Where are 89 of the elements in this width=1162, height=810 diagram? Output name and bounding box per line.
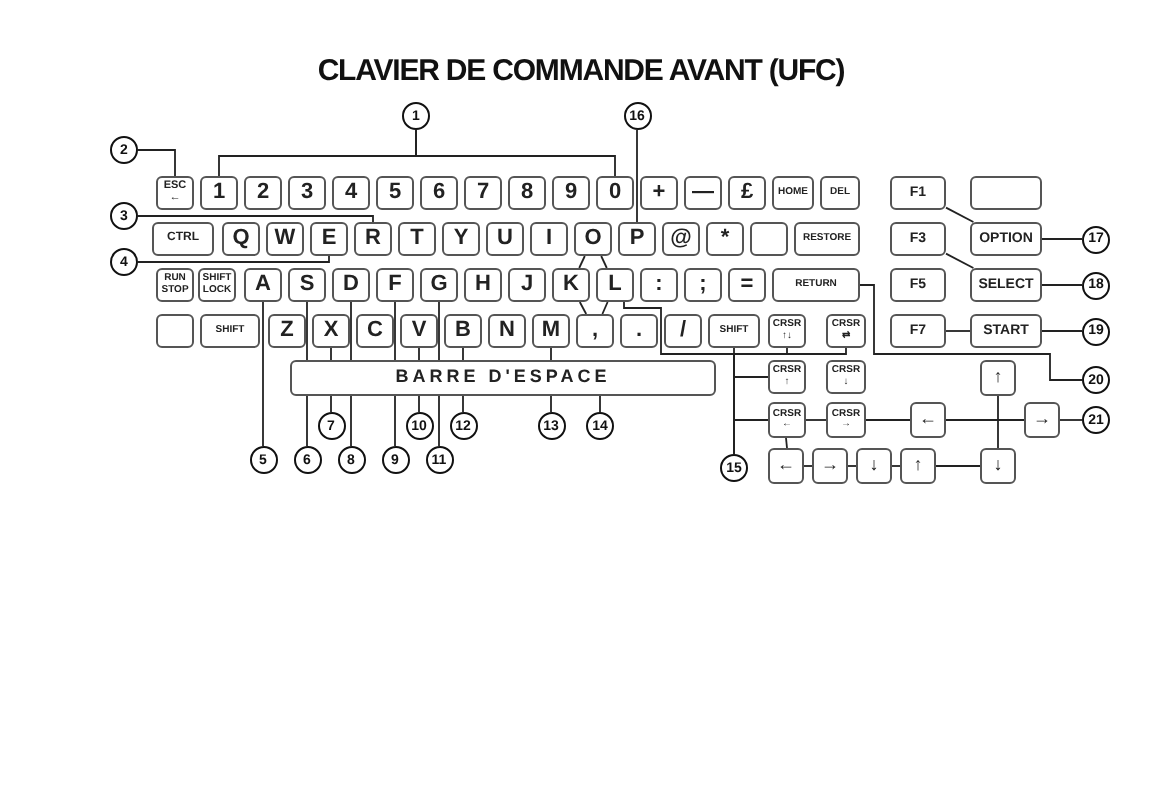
keyboard-key: O — [574, 222, 612, 256]
keyboard-key: M — [532, 314, 570, 348]
keyboard-key: B — [444, 314, 482, 348]
keyboard-key: L — [596, 268, 634, 302]
keyboard-key: ↑ — [980, 360, 1016, 396]
connector-line — [600, 255, 608, 269]
leader-line — [1041, 330, 1083, 332]
connector-line — [601, 301, 609, 315]
title: CLAVIER DE COMMANDE AVANT (UFC) — [315, 54, 847, 88]
keyboard-key: ← — [768, 448, 804, 484]
leader-line — [262, 301, 264, 447]
keyboard-key: 4 — [332, 176, 370, 210]
connector-line — [891, 465, 901, 467]
leader-line — [415, 129, 616, 177]
keyboard-key: : — [640, 268, 678, 302]
keyboard-key: H — [464, 268, 502, 302]
keyboard-key: → — [812, 448, 848, 484]
keyboard-key: ← — [910, 402, 946, 438]
keyboard-key: F — [376, 268, 414, 302]
keyboard-key: U — [486, 222, 524, 256]
keyboard-key: A — [244, 268, 282, 302]
keyboard-key: 6 — [420, 176, 458, 210]
keyboard-key — [750, 222, 788, 256]
connector-line — [865, 419, 911, 421]
keyboard-key: X — [312, 314, 350, 348]
keyboard-key: / — [664, 314, 702, 348]
keyboard-key: * — [706, 222, 744, 256]
connector-line — [945, 419, 1025, 421]
keyboard-key: 1 — [200, 176, 238, 210]
keyboard-key: R — [354, 222, 392, 256]
leader-line — [137, 255, 330, 263]
connector-line — [785, 437, 788, 449]
keyboard-key: £ — [728, 176, 766, 210]
keyboard-key — [156, 314, 194, 348]
keyboard-key: I — [530, 222, 568, 256]
leader-line — [137, 215, 374, 223]
keyboard-key: 0 — [596, 176, 634, 210]
keyboard-key: — — [684, 176, 722, 210]
keyboard-key: V — [400, 314, 438, 348]
keyboard-key: W — [266, 222, 304, 256]
leader-line — [859, 284, 1083, 381]
leader-line — [1041, 238, 1083, 240]
keyboard-key: G — [420, 268, 458, 302]
keyboard-key: K — [552, 268, 590, 302]
connector-line — [945, 330, 971, 332]
keyboard-key: 3 — [288, 176, 326, 210]
connector-line — [945, 252, 975, 269]
keyboard-key: ↓ — [856, 448, 892, 484]
keyboard-key — [970, 176, 1042, 210]
keyboard-key: Q — [222, 222, 260, 256]
connector-line — [803, 465, 813, 467]
keyboard-key: + — [640, 176, 678, 210]
keyboard-key: Y — [442, 222, 480, 256]
connector-line — [997, 395, 999, 449]
keyboard-key: E — [310, 222, 348, 256]
keyboard-key: 5 — [376, 176, 414, 210]
keyboard-key: T — [398, 222, 436, 256]
keyboard-key: 8 — [508, 176, 546, 210]
leader-line — [1041, 284, 1083, 286]
connector-line — [945, 206, 975, 223]
keyboard-key: ↑ — [900, 448, 936, 484]
keyboard-key: = — [728, 268, 766, 302]
keyboard-key: → — [1024, 402, 1060, 438]
keyboard-key: N — [488, 314, 526, 348]
leader-line — [623, 301, 735, 455]
keyboard-key: @ — [662, 222, 700, 256]
keyboard-key: . — [620, 314, 658, 348]
keyboard-key: ; — [684, 268, 722, 302]
keyboard-key: P — [618, 222, 656, 256]
keyboard-key: J — [508, 268, 546, 302]
keyboard-key: D — [332, 268, 370, 302]
connector-line — [578, 301, 588, 315]
connector-line — [847, 465, 857, 467]
keyboard-key: 9 — [552, 176, 590, 210]
leader-line — [636, 129, 638, 223]
leader-line — [137, 149, 176, 177]
connector-line — [578, 255, 586, 269]
connector-line — [805, 419, 827, 421]
connector-line — [935, 465, 981, 467]
keyboard-key: C — [356, 314, 394, 348]
keyboard-key: S — [288, 268, 326, 302]
keyboard-key: 7 — [464, 176, 502, 210]
keyboard-key: Z — [268, 314, 306, 348]
leader-line — [599, 395, 601, 413]
keyboard-key: ↓ — [980, 448, 1016, 484]
keyboard-key: BARRE D'ESPACE — [290, 360, 716, 396]
keyboard-key: , — [576, 314, 614, 348]
leader-line — [1059, 419, 1083, 421]
keyboard-key: 2 — [244, 176, 282, 210]
